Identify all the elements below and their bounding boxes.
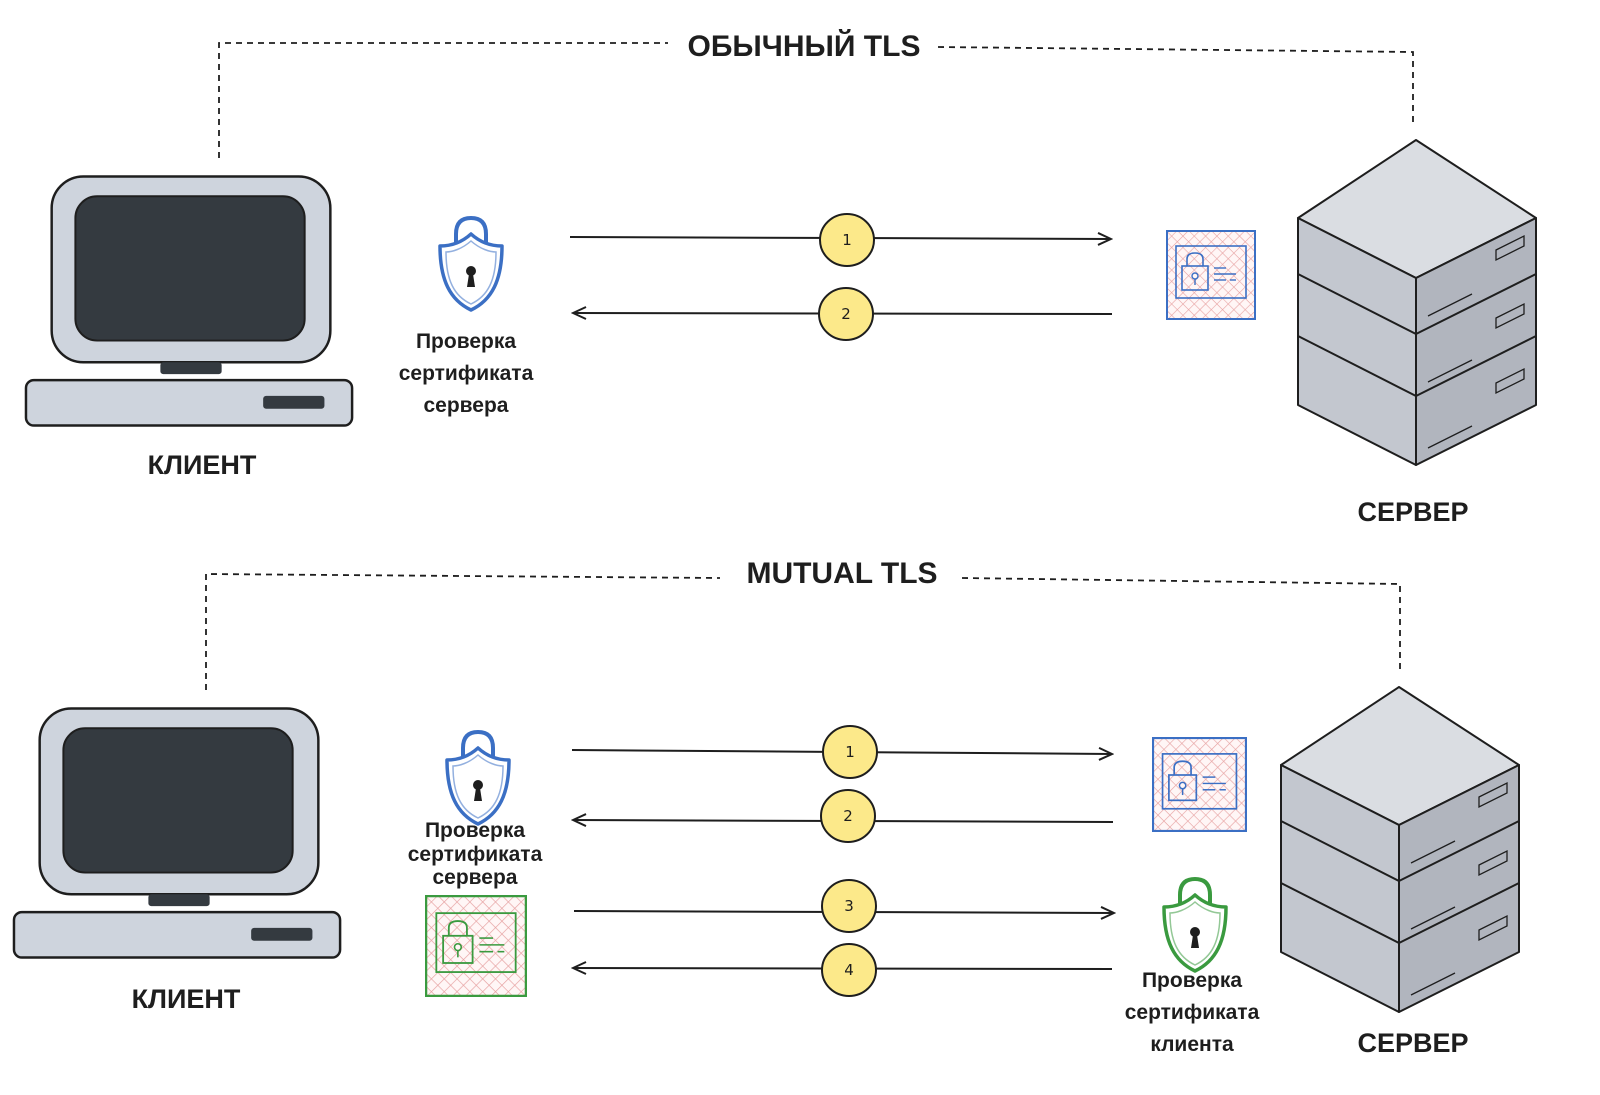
client-check-line: сертификата xyxy=(399,362,534,385)
step-number: 2 xyxy=(843,807,853,825)
client-check-line: сервера xyxy=(432,866,517,889)
client-label: КЛИЕНТ xyxy=(148,450,257,480)
bracket-line xyxy=(937,46,1414,125)
lock-shield-icon xyxy=(438,216,504,312)
panel-standard-tls: ОБЫЧНЫЙ TLS КЛИЕНТ Проверка сертификата … xyxy=(24,29,1537,527)
laptop-icon xyxy=(24,175,354,427)
certificate-icon xyxy=(1166,230,1256,320)
step-badge: 4 xyxy=(821,943,877,997)
step-badge: 1 xyxy=(819,213,875,267)
client-check-line: Проверка xyxy=(416,330,516,353)
client-check-line: Проверка xyxy=(425,819,525,842)
lock-shield-icon xyxy=(445,730,511,826)
server-label: СЕРВЕР xyxy=(1357,497,1468,527)
bracket-line xyxy=(961,577,1401,672)
step-number: 4 xyxy=(844,961,854,979)
server-check-line: клиента xyxy=(1150,1033,1234,1056)
server-label: СЕРВЕР xyxy=(1357,1028,1468,1058)
laptop-icon xyxy=(12,707,342,959)
server-check-line: Проверка xyxy=(1142,969,1242,992)
server-rack-icon xyxy=(1297,139,1537,466)
step-badge: 3 xyxy=(821,879,877,933)
certificate-icon xyxy=(1152,737,1247,832)
step-number: 1 xyxy=(845,743,855,761)
certificate-icon xyxy=(425,895,527,997)
server-check-line: сертификата xyxy=(1125,1001,1260,1024)
bracket-line xyxy=(218,42,668,158)
panel-title: ОБЫЧНЫЙ TLS xyxy=(688,29,921,63)
step-number: 3 xyxy=(844,897,854,915)
client-label: КЛИЕНТ xyxy=(132,984,241,1014)
step-badge: 1 xyxy=(822,725,878,779)
bracket-line xyxy=(205,573,721,690)
step-badge: 2 xyxy=(818,287,874,341)
step-number: 2 xyxy=(841,305,851,323)
client-check-line: сертификата xyxy=(408,843,543,866)
lock-shield-icon xyxy=(1162,877,1228,973)
panel-title: MUTUAL TLS xyxy=(746,557,937,590)
panel-mutual-tls: MUTUAL TLS КЛИЕНТ Проверка сертификата с… xyxy=(12,557,1520,1058)
step-number: 1 xyxy=(842,231,852,249)
server-rack-icon xyxy=(1280,686,1520,1013)
client-check-line: сервера xyxy=(423,394,508,417)
step-badge: 2 xyxy=(820,789,876,843)
